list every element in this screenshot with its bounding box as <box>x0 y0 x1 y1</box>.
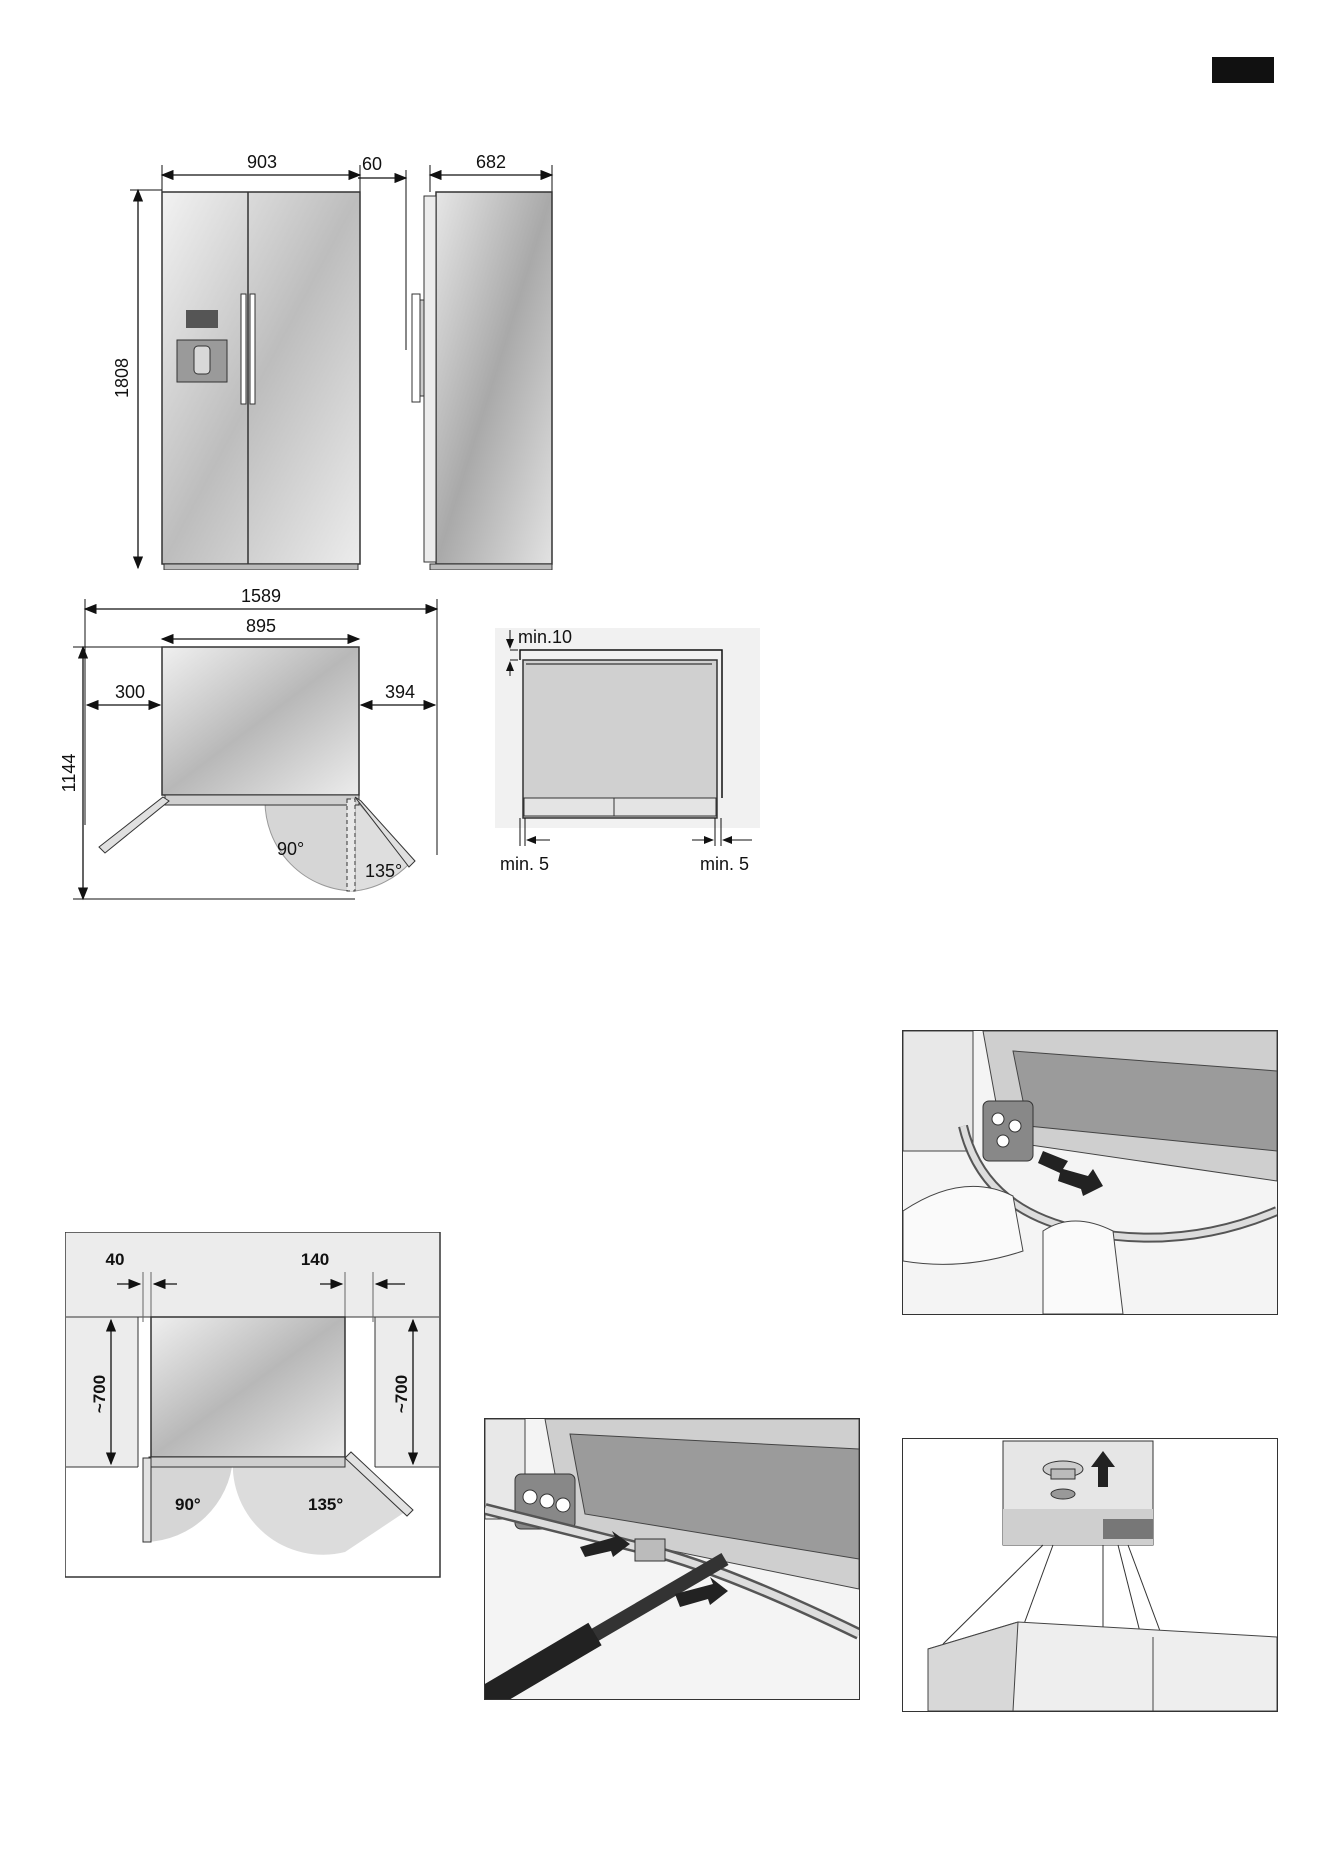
top-total-depth-label: 1144 <box>59 754 79 793</box>
right-door-handle <box>250 294 255 404</box>
front-width-label: 903 <box>247 152 277 172</box>
cover-cap-removal-illustration <box>902 1438 1278 1712</box>
top-angle-135-label: 135° <box>365 861 402 881</box>
screwdriver <box>485 1634 595 1699</box>
clearance-diagram: min.10 min. 5 min. 5 <box>490 620 780 880</box>
hand-left <box>903 1186 1023 1264</box>
language-tab-marker <box>1212 57 1274 83</box>
top-left-clearance-label: 300 <box>115 682 145 702</box>
adjust-direction-arrows <box>1038 1151 1103 1196</box>
side-handle-depth-label: 60 <box>362 154 382 174</box>
top-angle-90-label: 90° <box>277 839 304 859</box>
top-total-width-label: 1589 <box>241 586 281 606</box>
left-door-handle <box>241 294 246 404</box>
top-fridge-body <box>162 647 359 795</box>
hinge-bracket <box>983 1101 1033 1161</box>
top-fridge-width-label: 895 <box>246 616 276 636</box>
hinge-adjustment-illustration <box>902 1030 1278 1315</box>
fridge-side-handle <box>412 294 420 402</box>
fridge-side-body <box>436 192 552 564</box>
top-view-door-swing-diagram: 1589 895 1144 300 394 90° 135° <box>55 585 455 910</box>
niche-angle-90-label: 90° <box>175 1495 201 1514</box>
hose-removal-illustration <box>484 1418 860 1700</box>
clearance-right-label: min. 5 <box>700 854 749 874</box>
fridge-front-side-diagram: 903 1808 60 682 <box>90 150 690 570</box>
niche-left-depth-label: ~700 <box>90 1375 109 1413</box>
niche-left-door-open <box>143 1458 151 1542</box>
niche-angle-135-label: 135° <box>308 1495 343 1514</box>
niche-installation-diagram: 40 140 ~700 ~700 90° 135° <box>65 1232 445 1580</box>
clearance-fridge-body <box>523 660 717 818</box>
niche-right-depth-label: ~700 <box>392 1375 411 1413</box>
fridge-top-corner <box>928 1622 1018 1711</box>
niche-fridge-body <box>151 1317 345 1457</box>
clearance-top-label: min.10 <box>518 627 572 647</box>
hand-right <box>1043 1221 1123 1314</box>
front-height-label: 1808 <box>112 358 132 398</box>
side-depth-label: 682 <box>476 152 506 172</box>
niche-left-gap-label: 40 <box>106 1250 125 1269</box>
fridge-side-door <box>424 196 436 562</box>
clearance-left-label: min. 5 <box>500 854 549 874</box>
niche-right-gap-label: 140 <box>301 1250 329 1269</box>
left-door-open <box>99 797 169 853</box>
dispenser-display <box>186 310 218 328</box>
top-right-clearance-label: 394 <box>385 682 415 702</box>
